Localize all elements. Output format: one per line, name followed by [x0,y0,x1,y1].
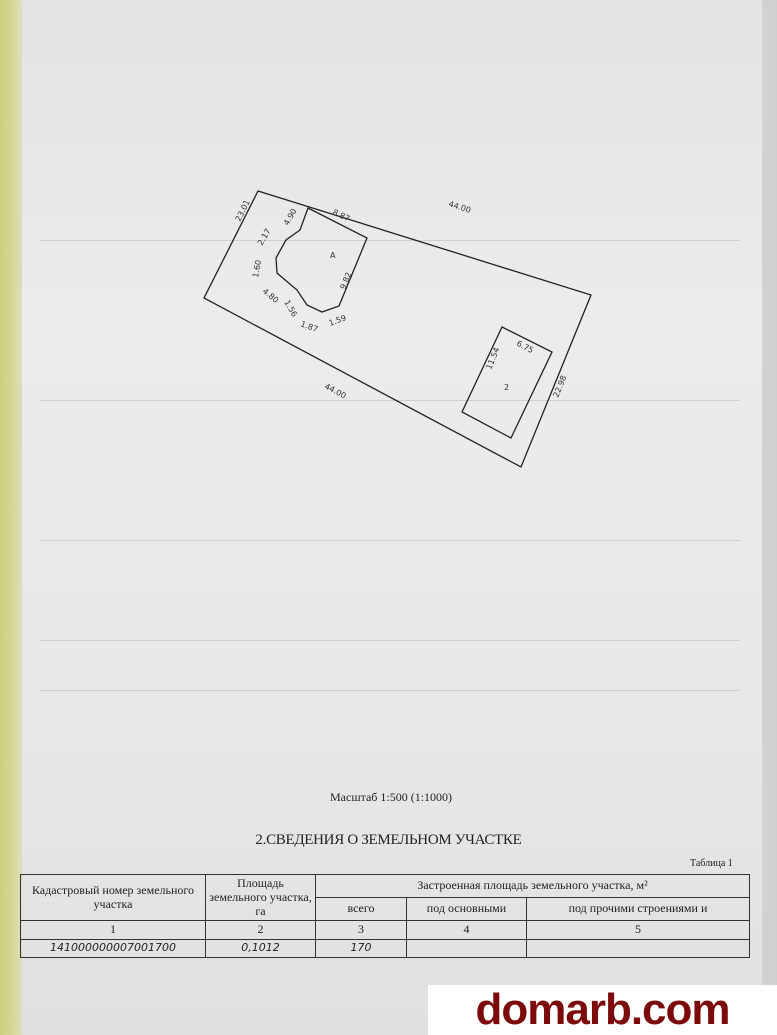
building-2 [461,326,553,439]
bleed-line [40,640,740,641]
dim-a: 1.60 [251,259,263,278]
bleed-line [40,540,740,541]
label-bottom-side: 44.00 [323,382,347,401]
site-plan: 44.00 44.00 23.01 22.98 А 2 8.87 9.82 4.… [203,190,592,468]
document-page [22,0,762,1035]
dim-a: 1.87 [299,319,319,334]
dim-a: 4.80 [261,287,280,305]
dim-a: 4.90 [282,207,299,227]
col-number: 5 [526,920,750,941]
col-number: 3 [315,920,407,941]
dim-a: 9.82 [339,271,354,291]
land-plot-table: Кадастровый номер земельного участка Пло… [20,873,750,958]
col-number: 2 [205,920,316,941]
label-building-2: 2 [504,383,509,392]
dim-a: 1.59 [328,313,348,328]
header-col4: под основными [406,897,527,922]
cell-area: 0,1012 [205,939,316,958]
header-col5: под прочими строениями и [526,897,750,922]
table-row: 141000000007001700 0,1012 170 [20,939,750,958]
header-built-area: Застроенная площадь земельного участка, … [315,873,750,899]
table-caption: Таблица 1 [690,858,733,869]
cell-empty [526,939,750,958]
col-number: 1 [20,920,206,941]
section-title: 2.СВЕДЕНИЯ О ЗЕМЕЛЬНОМ УЧАСТКЕ [255,832,522,848]
cell-total: 170 [315,939,407,958]
header-area: Площадь земельного участка, га [205,873,316,922]
cell-empty [406,939,527,958]
label-left-side: 23.01 [234,198,252,223]
bleed-line [40,400,740,401]
bleed-line [40,240,740,241]
plot-boundary [203,190,592,468]
header-cadastral: Кадастровый номер земельного участка [20,873,206,922]
col-number: 4 [406,920,527,941]
scale-label: Масштаб 1:500 (1:1000) [330,790,453,804]
label-top-side: 44.00 [447,199,472,215]
header-total: всего [315,897,407,922]
building-a [275,207,368,313]
dim-a: 1.56 [282,299,299,319]
cell-cadastral: 141000000007001700 [20,939,206,958]
dim-b: 6.75 [515,339,535,355]
watermark: domarb.com [428,985,777,1035]
label-building-a: А [330,251,336,260]
dim-a: 2.17 [256,227,273,247]
bleed-line [40,690,740,691]
